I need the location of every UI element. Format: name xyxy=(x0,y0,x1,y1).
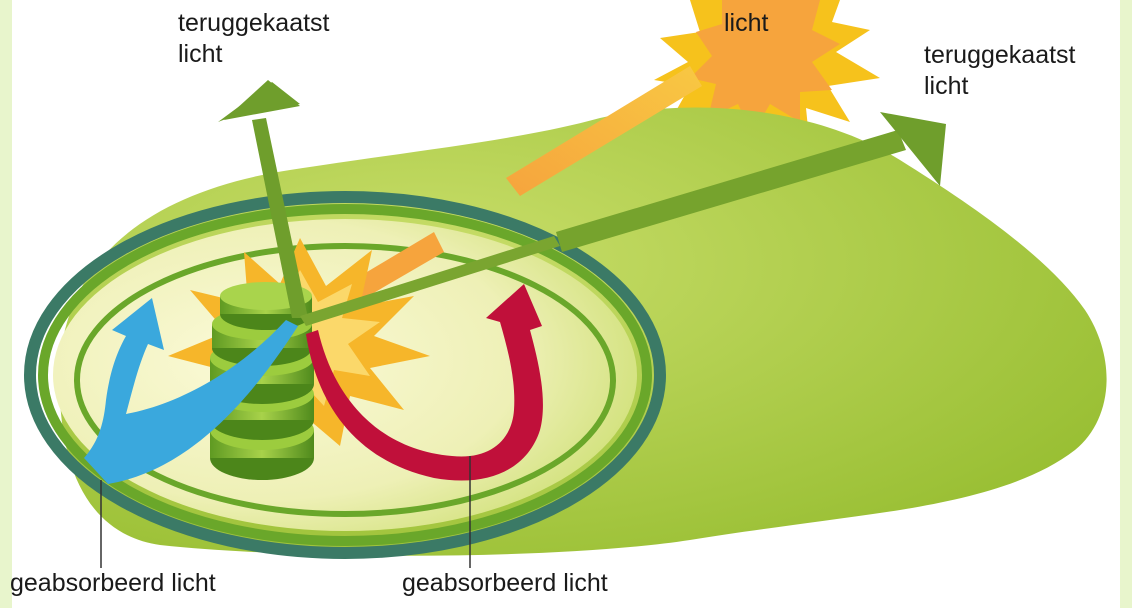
label-incoming-light: licht xyxy=(724,8,768,39)
label-reflected-light-right: teruggekaatst licht xyxy=(924,40,1076,102)
label-absorbed-light-right: geabsorbeerd licht xyxy=(402,568,608,599)
label-absorbed-light-left: geabsorbeerd licht xyxy=(10,568,216,599)
label-reflected-light-left: teruggekaatst licht xyxy=(178,8,330,70)
